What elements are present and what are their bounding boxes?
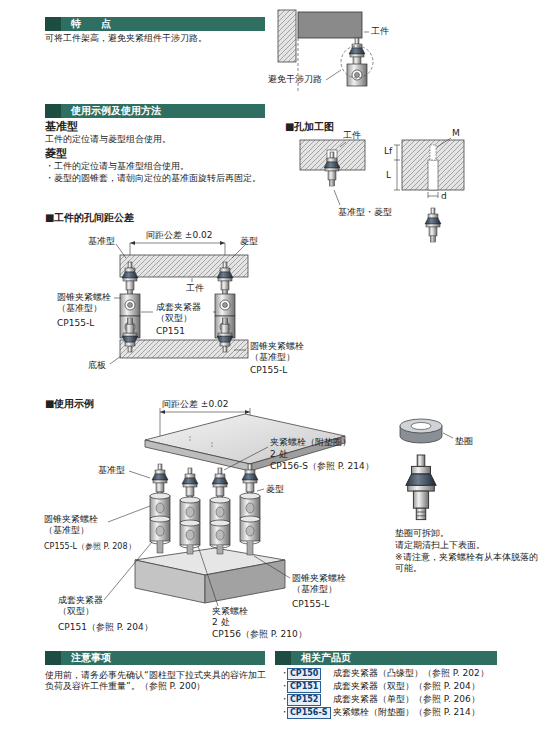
quantity-label: 2 处 [270,449,288,460]
part-number: CP155-L [250,365,287,376]
body-text: 工件的定位请与菱型组合使用。 [45,134,171,145]
section-header: 注意事项 [45,651,265,665]
section-header: 使用示例及使用方法 [45,104,265,118]
node-text: CP156-S [290,708,328,718]
part-label: 垫圈 [455,436,473,447]
node-text: 特 点 [71,18,261,30]
node-text: CP150 [290,669,318,679]
dimension-label: M [452,128,460,139]
dimension-label: 间距公差 ±0.02 [146,230,212,241]
part-number: CP155-L [292,599,329,610]
part-number: CP151（参照 P. 204） [58,622,153,633]
part-number: CP156（参照 P. 210） [212,629,307,640]
bullet-mark: ・ [280,668,289,679]
part-label: 圆锥夹紧螺栓 （基准型） [44,514,104,536]
bullet-mark: ・ [280,681,289,692]
caution-text: 使用前，请务必事先确认“圆柱型下拉式夹具的容许加工负荷及容许工件重量”。（参照 … [45,670,267,692]
node-text: CP152 [290,695,318,705]
note-text: 请定期清扫上下表面。 [395,540,485,551]
part-label: 夹紧螺栓（附垫圈） [270,437,351,448]
figure-heading: ■使用示例 [45,397,94,410]
part-label: 圆锥夹紧螺栓 （基准型） [57,292,117,314]
bullet-note: ・工件的定位请与基准型组合使用。 [45,161,189,172]
part-label: 底板 [88,360,106,371]
subheading: 菱型 [45,147,67,161]
product-code-tag: CP151 [287,681,321,693]
note-text: ※请注意，夹紧螺栓有从本体脱落的可能。 [395,552,545,574]
section-header: 相关产品页 [275,651,497,665]
node-text: CP151 [290,682,318,692]
product-name: 夹紧螺栓（附垫圈）（参照 P. 214） [333,707,480,718]
part-label: 工件 [371,26,389,37]
annotation: 避免干涉刀路 [268,74,322,85]
part-label: 菱型 [240,236,258,247]
product-code-tag: CP152 [287,694,321,706]
product-code-tag: CP150 [287,668,321,680]
part-label: 圆锥夹紧螺栓 （基准型） [250,341,310,363]
bullet-mark: ・ [280,694,289,705]
note-text: 垫圈可拆卸。 [395,528,449,539]
body-text: 可将工件架高，避免夹紧组件干涉刀路。 [45,33,207,44]
dimension-label: Lf [384,146,392,157]
figure-heading: ■孔加工图 [285,120,334,133]
bullet-mark: ・ [280,707,289,718]
node-text: 注意事项 [71,652,261,664]
node-text: 相关产品页 [301,652,493,664]
part-number: CP151 [156,326,185,337]
part-label: 圆锥夹紧螺栓 （基准型） [292,573,352,595]
part-label: 菱型 [266,484,284,495]
part-label: 夹紧螺栓 [212,606,248,617]
product-name: 成套夹紧器（双型）（参照 P. 204） [333,681,480,692]
product-name: 成套夹紧器（单型）（参照 P. 206） [333,694,480,705]
part-label: 基准型 [88,236,115,247]
part-label: 工件 [343,130,361,141]
part-number: CP155-L [57,318,94,329]
part-number: CP155-L（参照 P. 208） [44,541,136,552]
quantity-label: 2 处 [212,617,230,628]
section-header: 特 点 [45,17,265,31]
dimension-label: d [441,191,447,202]
product-code-tag: CP156-S [287,707,331,719]
part-label: 成套夹紧器 （双型） [58,595,116,617]
part-number: CP156-S（参照 P. 214） [270,461,374,472]
subheading: 基准型 [45,120,78,134]
product-name: 成套夹紧器（凸缘型）（参照 P. 202） [333,668,489,679]
figure-heading: ■工件的孔间距公差 [45,211,134,224]
dimension-label: 间距公差 ±0.02 [162,399,228,410]
part-label: 基准型・菱型 [338,207,392,218]
bullet-note: ・菱型的圆锥套，请朝向定位的基准面旋转后再固定。 [45,173,261,184]
part-label: 成套夹紧器 （双型） [156,302,214,324]
part-label: 基准型 [98,465,125,476]
node-text: 使用示例及使用方法 [71,105,261,117]
part-label: 工件 [186,283,204,294]
dimension-label: L [386,170,391,181]
